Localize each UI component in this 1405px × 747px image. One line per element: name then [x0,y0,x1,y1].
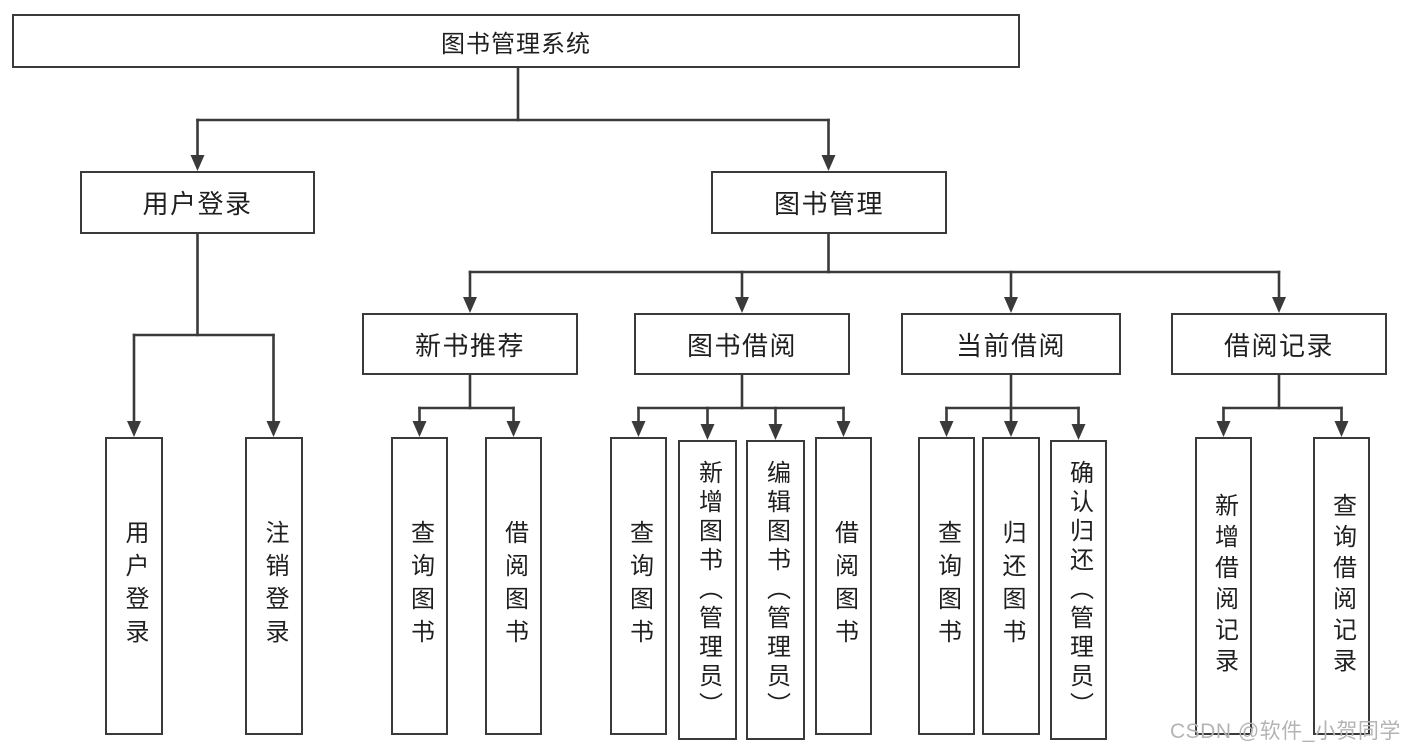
leaf-nbr-query-book: 查询图书 [391,437,448,735]
leaf-bb-query-book: 查询图书 [610,437,667,735]
node-current-borrowing: 当前借阅 [901,313,1121,375]
node-root: 图书管理系统 [12,14,1020,68]
leaf-cb-confirm-return-admin: 确认归还（管理员） [1050,440,1107,740]
leaf-bb-edit-book-admin: 编辑图书（管理员） [746,440,805,740]
leaf-br-query-record: 查询借阅记录 [1313,437,1370,735]
leaf-bb-borrow-book: 借阅图书 [815,437,872,735]
leaf-bb-add-book-admin: 新增图书（管理员） [678,440,737,740]
leaf-logout: 注销登录 [245,437,303,735]
leaf-cb-query-book: 查询图书 [918,437,975,735]
leaf-user-login: 用户登录 [105,437,163,735]
node-book-management: 图书管理 [711,171,947,234]
leaf-nbr-borrow-book: 借阅图书 [485,437,542,735]
watermark: CSDN @软件_小贺同学 [1170,720,1401,743]
node-book-borrowing: 图书借阅 [634,313,850,375]
leaf-br-add-record: 新增借阅记录 [1195,437,1252,735]
leaf-cb-return-book: 归还图书 [982,437,1040,735]
node-user-login: 用户登录 [80,171,315,234]
node-borrowing-records: 借阅记录 [1171,313,1387,375]
node-new-book-recommendation: 新书推荐 [362,313,578,375]
arrowheads [127,155,1349,440]
